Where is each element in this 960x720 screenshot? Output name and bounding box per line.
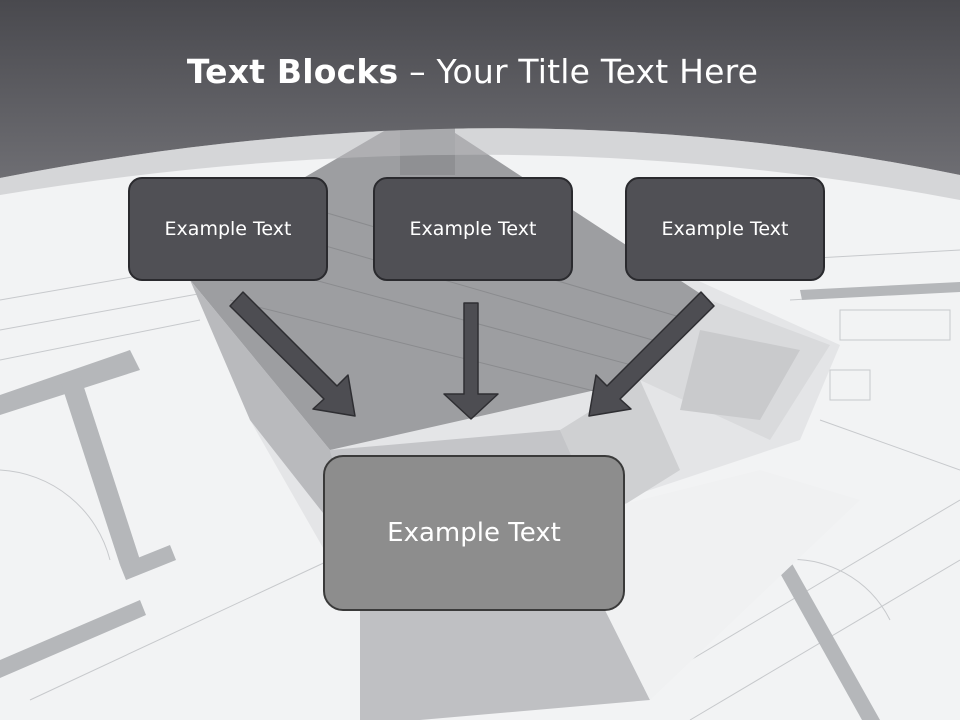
text-block-center[interactable]: Example Text	[373, 177, 573, 281]
text-block-bottom[interactable]: Example Text	[323, 455, 625, 611]
title-rest: Your Title Text Here	[436, 52, 759, 91]
title-bold-part: Text Blocks	[186, 52, 399, 91]
title-separator: –	[409, 52, 426, 91]
text-block-right[interactable]: Example Text	[625, 177, 825, 281]
slide-title: Text Blocks – Your Title Text Here	[0, 52, 945, 91]
text-block-left[interactable]: Example Text	[128, 177, 328, 281]
